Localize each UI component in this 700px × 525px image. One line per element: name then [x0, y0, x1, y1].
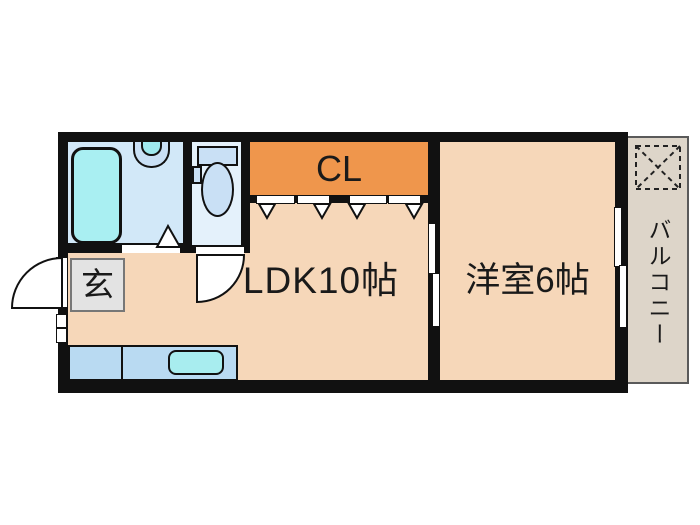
western-room-floor	[440, 142, 615, 380]
closet-sliding-panel	[349, 195, 387, 204]
washroom-doorway	[122, 245, 180, 253]
closet-floor	[250, 142, 428, 195]
toilet-doorway	[196, 247, 244, 255]
balcony-label: バルコニー	[645, 218, 671, 348]
entrance-doorway	[56, 257, 68, 308]
balcony-sliding-door	[614, 207, 622, 267]
closet-label: CL	[315, 148, 363, 189]
bathtub	[71, 147, 122, 244]
ldk-floor-upper	[250, 203, 428, 253]
closet-sliding-panel	[256, 195, 295, 204]
kitchen-window-bar	[56, 327, 67, 329]
entrance-genkan-area	[70, 258, 125, 312]
washbasin-bowl	[141, 142, 162, 156]
closet-sliding-panel	[388, 195, 421, 204]
toilet-bowl	[201, 162, 234, 217]
kitchen-sink	[168, 350, 224, 375]
western-room-label: 洋室6帖	[465, 261, 590, 300]
closet-sliding-panel	[297, 195, 330, 204]
room-partition-sliding-door	[432, 273, 440, 327]
toilet-flush-handle	[192, 166, 202, 184]
ldk-label: LDK10帖	[242, 260, 400, 301]
entrance-label: 玄	[81, 266, 114, 303]
entrance-door-arc	[10, 256, 63, 309]
balcony-sliding-door	[619, 265, 627, 328]
kitchen-counter-divider	[121, 345, 123, 381]
